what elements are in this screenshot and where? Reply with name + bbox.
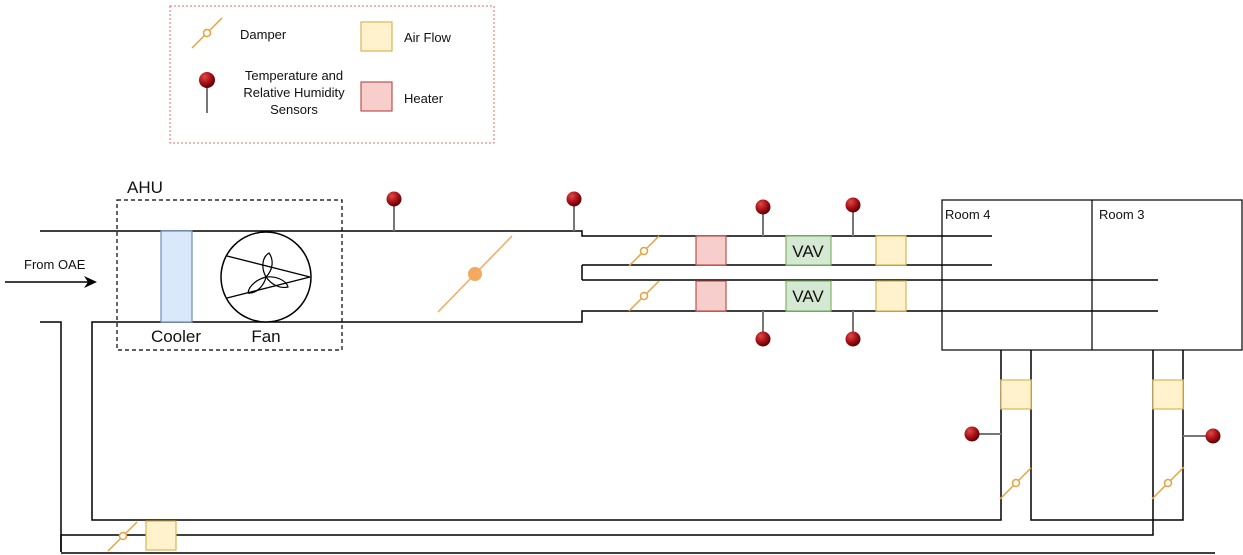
inlet-label: From OAE [24, 257, 86, 272]
legend-sensor-label-3: Sensors [270, 102, 318, 117]
ahu-title: AHU [127, 178, 163, 197]
sensor-icon [755, 311, 771, 347]
airflow-box [1152, 379, 1184, 410]
airflow-box [145, 520, 177, 551]
ahu-boundary [116, 199, 343, 351]
legend-damper-label: Damper [240, 27, 287, 42]
vav-box [785, 235, 832, 266]
airflow-box [875, 280, 907, 312]
vav-label: VAV [792, 242, 824, 261]
fan-icon [220, 231, 312, 323]
vav-box [785, 280, 832, 312]
legend: Damper Air Flow Temperature and Relative… [169, 5, 495, 144]
supply-duct [40, 230, 1158, 350]
damper-icon [628, 280, 660, 312]
inlet-arrow [5, 276, 97, 288]
legend-damper-icon [191, 17, 223, 49]
vav-label: VAV [792, 287, 824, 306]
legend-airflow-label: Air Flow [404, 30, 452, 45]
legend-sensor-label-1: Temperature and [245, 68, 343, 83]
sensor-icon [1183, 428, 1221, 444]
heater-box [695, 280, 727, 312]
return-duct-room-4 [91, 350, 1184, 521]
legend-heater-label: Heater [404, 91, 444, 106]
airflow-box [875, 235, 907, 266]
heater-box [695, 235, 727, 266]
rooms-block [941, 199, 1243, 351]
sensor-icon [845, 197, 861, 236]
return-duct-room-3 [40, 321, 1215, 554]
airflow-box [1000, 379, 1032, 410]
damper-icon [107, 521, 138, 552]
sensor-icon [845, 311, 861, 347]
sensor-icon [964, 426, 1001, 442]
fan-label: Fan [251, 327, 280, 346]
legend-airflow-swatch [360, 21, 393, 52]
sensor-icon [566, 191, 582, 231]
damper-icon [628, 235, 660, 267]
damper-icon [999, 467, 1032, 500]
cooler-label: Cooler [151, 327, 201, 346]
legend-heater-swatch [360, 81, 393, 112]
legend-border [169, 5, 495, 144]
sensor-icon [755, 199, 771, 236]
room-3-label: Room 3 [1099, 207, 1145, 222]
legend-sensor-icon [199, 72, 215, 113]
main-damper-icon [437, 235, 513, 313]
room-4-label: Room 4 [945, 207, 991, 222]
sensor-icon [386, 191, 402, 231]
legend-sensor-label-2: Relative Humidity [243, 85, 345, 100]
cooler-coil [160, 230, 193, 323]
damper-icon [1151, 466, 1185, 500]
